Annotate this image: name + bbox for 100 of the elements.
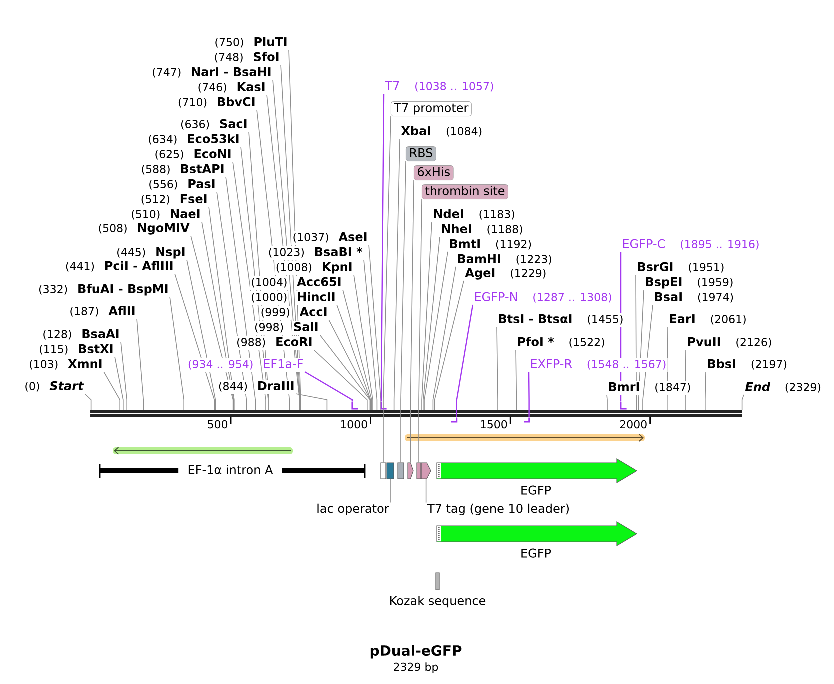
enzyme-label: NgoMIV	[138, 224, 190, 235]
position-number: (1229)	[511, 268, 546, 279]
leader-line	[136, 318, 144, 411]
primer-mark	[352, 402, 358, 410]
enzyme-label: BbvCI	[218, 97, 255, 106]
position-number: (556)	[150, 180, 178, 190]
leader-line	[434, 280, 464, 411]
position-number: (128)	[44, 330, 72, 340]
position-number: (1287 .. 1308)	[534, 292, 612, 303]
position-number: (1183)	[480, 210, 514, 220]
caption: 2329 bp	[394, 662, 438, 674]
leader-line	[190, 236, 234, 411]
primer-mark	[524, 418, 530, 423]
leader-line	[516, 350, 518, 411]
feature-label: T7 promoter	[391, 102, 472, 116]
enzyme-label: NaeI	[171, 210, 200, 218]
position-number: (1223)	[516, 254, 552, 265]
leader-line	[174, 274, 216, 411]
position-number: (1037)	[294, 232, 328, 243]
enzyme-label: NheI	[442, 224, 472, 234]
position-number: (625)	[156, 150, 184, 160]
feature-bar: EF-1α intron A	[98, 464, 368, 478]
primer-mark	[380, 402, 387, 410]
leader-line	[266, 94, 300, 411]
enzyme-label: NspI	[156, 248, 185, 259]
leader-line	[232, 162, 266, 411]
leader-line	[364, 260, 378, 411]
leader-line	[288, 50, 302, 411]
enzyme-label: NdeI	[434, 209, 464, 218]
enzyme-label: SalI	[294, 322, 318, 332]
leader-line	[642, 304, 654, 411]
enzyme-label: PvuII	[688, 338, 720, 346]
position-number: (1548 .. 1567)	[588, 360, 666, 370]
leader-line	[410, 180, 414, 464]
sequence-end-label: End	[745, 382, 771, 392]
sequence-end-label: Start	[50, 381, 84, 390]
enzyme-label: AflII	[108, 306, 135, 316]
enzyme-label: SacI	[220, 119, 247, 128]
enzyme-label: BsrGI	[638, 262, 673, 272]
position-number: (1084)	[446, 126, 482, 137]
position-number: (512)	[142, 194, 170, 205]
enzyme-label: Eco53kI	[188, 134, 239, 144]
enzyme-label: DraIII	[258, 382, 294, 390]
position-number: (750)	[216, 38, 244, 48]
leader-line	[423, 236, 440, 411]
leader-line	[248, 132, 270, 411]
enzyme-label: XbaI	[401, 126, 430, 136]
leader-line	[104, 372, 120, 411]
position-number: (746)	[198, 82, 226, 93]
feature-box	[416, 462, 422, 480]
position-number: (1522)	[570, 338, 604, 348]
position-number: (1455)	[588, 314, 623, 325]
enzyme-label: EcoRI	[276, 338, 312, 346]
primer-label: EGFP-N	[475, 292, 518, 302]
feature-label: EGFP	[522, 486, 552, 495]
primer-mark	[620, 402, 627, 410]
position-number: (0)	[26, 382, 40, 392]
enzyme-label: EcoNI	[194, 150, 231, 158]
leader-line	[296, 394, 328, 411]
leader-line	[620, 252, 622, 402]
position-number: (1951)	[689, 262, 724, 273]
leader-line	[422, 222, 432, 411]
position-number: (998)	[255, 322, 284, 333]
leader-line	[380, 94, 385, 402]
position-number: (1023)	[269, 248, 304, 258]
enzyme-label: PluTI	[254, 37, 287, 46]
leader-line	[685, 350, 686, 411]
position-number: (1004)	[252, 278, 287, 288]
position-number: (1192)	[496, 240, 532, 250]
leader-line	[705, 372, 706, 411]
feature-label: thrombin site	[422, 184, 508, 200]
enzyme-label: SfoI	[254, 52, 279, 62]
enzyme-label: BmrI	[609, 382, 640, 392]
enzyme-label: BspEI	[646, 278, 682, 289]
leader-line	[304, 371, 354, 402]
position-number: (1038 .. 1057)	[416, 82, 494, 92]
position-number: (1188)	[488, 224, 522, 235]
enzyme-label: AccI	[300, 308, 327, 316]
enzyme-label: KasI	[238, 82, 265, 92]
leader-line	[426, 478, 427, 504]
position-number: (1000)	[252, 292, 287, 303]
leader-line	[256, 110, 290, 411]
leader-line	[120, 342, 128, 411]
leader-line	[336, 304, 372, 411]
position-number: (636)	[181, 120, 210, 130]
leader-line	[84, 394, 92, 411]
position-number: (115)	[40, 344, 68, 355]
leader-line	[390, 478, 391, 504]
position-number: (1847)	[656, 382, 690, 393]
position-number: (999)	[262, 308, 290, 318]
position-number: (1974)	[698, 292, 734, 303]
sequence-backbone	[90, 410, 743, 418]
enzyme-label: BtsI - BtsαI	[499, 314, 572, 324]
enzyme-label: BsaBI *	[315, 247, 363, 256]
position-number: (2197)	[752, 360, 787, 370]
leader-line	[456, 304, 474, 418]
position-number: (2126)	[736, 338, 772, 348]
enzyme-label: Acc65I	[297, 277, 341, 286]
enzyme-label: BsaI	[655, 292, 682, 302]
enzyme-label: EarI	[670, 314, 695, 324]
